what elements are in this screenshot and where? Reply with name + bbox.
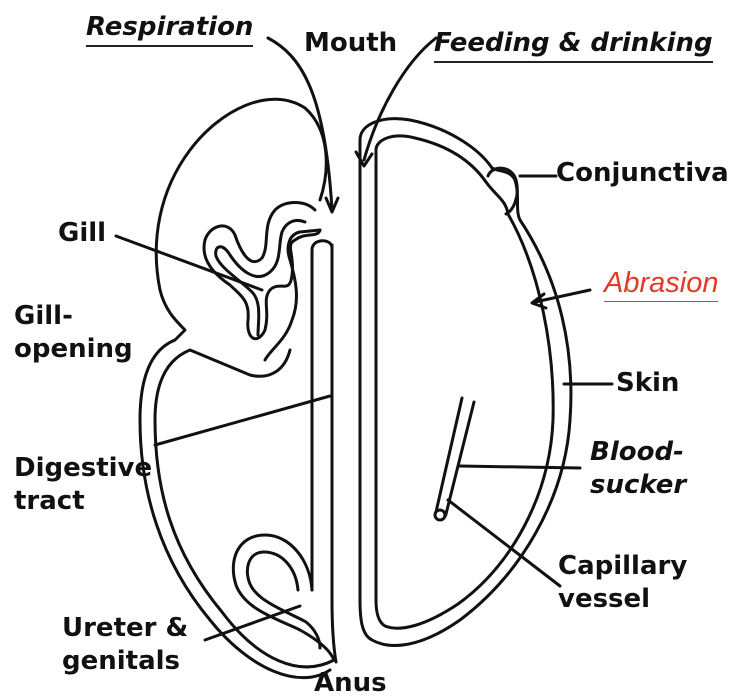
digestive-leader (155, 396, 330, 445)
capillary-vessel-label: Capillary vessel (558, 550, 687, 615)
bloodsucker-leader (460, 466, 580, 468)
mouth-label: Mouth (304, 28, 397, 59)
skin-label: Skin (616, 368, 679, 399)
gill-folds (204, 203, 320, 339)
respiration-label: Respiration (86, 12, 253, 47)
anus-label: Anus (314, 668, 387, 699)
right-body-outline (360, 119, 571, 646)
capillary-vessel (436, 398, 474, 519)
feeding-label: Feeding & drinking (434, 28, 713, 63)
capillary-leader (448, 500, 560, 586)
ureter-tube (332, 600, 336, 662)
gill-leader (116, 236, 262, 290)
conjunctiva-label: Conjunctiva (556, 158, 729, 189)
digestive-tract-label: Digestive tract (14, 452, 152, 517)
left-body-outline (140, 99, 330, 677)
gill-opening-label: Gill- opening (14, 300, 133, 365)
right-body-inner (376, 136, 553, 628)
ureter-loop-inner (247, 552, 320, 648)
respiration-arrow (268, 38, 332, 210)
abrasion-label: Abrasion (604, 266, 718, 302)
bloodsucker-label: Blood- sucker (590, 436, 686, 501)
capillary-end (435, 510, 445, 520)
digestive-tube-top (312, 241, 332, 250)
ureter-genitals-label: Ureter & genitals (62, 612, 188, 677)
gill-label: Gill (58, 218, 106, 249)
